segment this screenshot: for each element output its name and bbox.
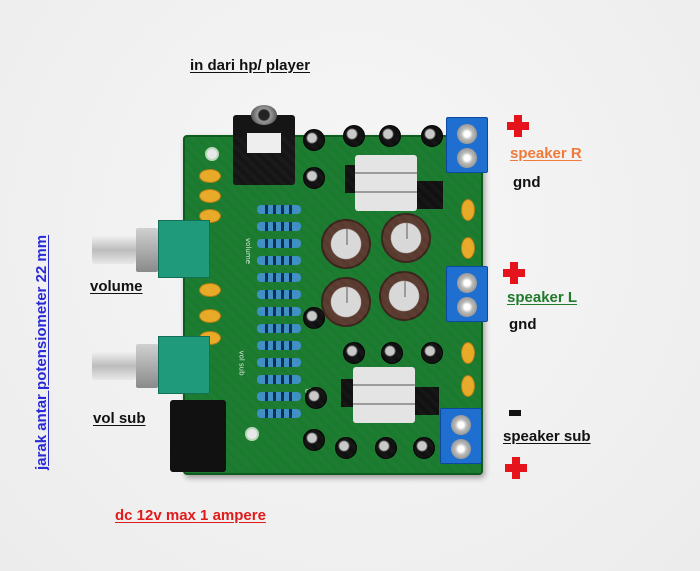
input-label: in dari hp/ player (190, 57, 311, 74)
electrolytic-capacitor (421, 342, 443, 364)
electrolytic-capacitor (303, 167, 325, 189)
resistor (243, 290, 315, 299)
electrolytic-capacitor (375, 437, 397, 459)
electrolytic-capacitor (379, 125, 401, 147)
speaker-l-terminal (446, 266, 488, 322)
ceramic-capacitor (199, 189, 221, 203)
silkscreen-volume: volume (243, 238, 252, 264)
ceramic-capacitor (461, 199, 475, 221)
resistor (243, 307, 315, 316)
electrolytic-capacitor (381, 342, 403, 364)
electrolytic-capacitor (303, 307, 325, 329)
resistor (243, 375, 315, 384)
pot-nut (136, 344, 158, 388)
ceramic-capacitor (199, 309, 221, 323)
audio-input-jack (233, 105, 295, 185)
resistor (243, 273, 315, 282)
pot-nut (136, 228, 158, 272)
ceramic-capacitor (199, 283, 221, 297)
pot-body (158, 220, 210, 278)
amplifier-ic (411, 387, 439, 415)
gnd-l-label: gnd (509, 316, 537, 333)
vol-sub-label: vol sub (93, 410, 146, 427)
dc-power-jack (170, 400, 226, 472)
speaker-r-label: speaker R (510, 145, 582, 162)
pot-body (158, 336, 210, 394)
heatsink (353, 367, 415, 423)
power-label: dc 12v max 1 ampere (115, 507, 266, 524)
terminal-screw (451, 415, 471, 435)
filter-capacitor (381, 213, 431, 263)
resistor (243, 205, 315, 214)
filter-capacitor (321, 219, 371, 269)
resistor (243, 324, 315, 333)
volume-label: volume (90, 278, 143, 295)
pot-shaft (92, 236, 136, 264)
plus-icon (503, 262, 525, 284)
electrolytic-capacitor (303, 429, 325, 451)
electrolytic-capacitor (343, 342, 365, 364)
terminal-screw (457, 273, 477, 293)
speaker-r-terminal (446, 117, 488, 173)
electrolytic-capacitor (303, 129, 325, 151)
filter-capacitor (321, 277, 371, 327)
transistor-c945 (305, 387, 327, 409)
resistor (243, 256, 315, 265)
resistor (243, 358, 315, 367)
mounting-hole (205, 147, 219, 161)
terminal-screw (451, 439, 471, 459)
resistor (243, 409, 315, 418)
plus-icon (507, 115, 529, 137)
silkscreen-transistor: c945 (305, 387, 323, 395)
ceramic-capacitor (461, 342, 475, 364)
terminal-screw (457, 124, 477, 144)
gnd-r-label: gnd (513, 174, 541, 191)
ceramic-capacitor (461, 237, 475, 259)
heatsink (355, 155, 417, 211)
filter-capacitor (379, 271, 429, 321)
terminal-screw (457, 148, 477, 168)
resistor (243, 239, 315, 248)
electrolytic-capacitor (421, 125, 443, 147)
resistor (243, 392, 315, 401)
speaker-sub-label: speaker sub (503, 428, 591, 445)
minus-icon (509, 410, 521, 416)
amplifier-ic (341, 379, 369, 407)
amplifier-ic (345, 165, 373, 193)
silkscreen-vol-sub: vol sub (237, 350, 246, 376)
plus-icon (505, 457, 527, 479)
electrolytic-capacitor (335, 437, 357, 459)
terminal-screw (457, 297, 477, 317)
speaker-l-label: speaker L (507, 289, 578, 306)
amplifier-ic (415, 181, 443, 209)
resistor (243, 341, 315, 350)
resistor (243, 222, 315, 231)
pot-shaft (92, 352, 136, 380)
amplifier-pcb: volume vol sub c945 (183, 105, 483, 475)
pot-distance-label: jarak antar potensiometer 22 mm (33, 234, 50, 470)
ceramic-capacitor (199, 169, 221, 183)
ceramic-capacitor (461, 375, 475, 397)
electrolytic-capacitor (343, 125, 365, 147)
electrolytic-capacitor (413, 437, 435, 459)
speaker-sub-terminal (440, 408, 482, 464)
mounting-hole (245, 427, 259, 441)
